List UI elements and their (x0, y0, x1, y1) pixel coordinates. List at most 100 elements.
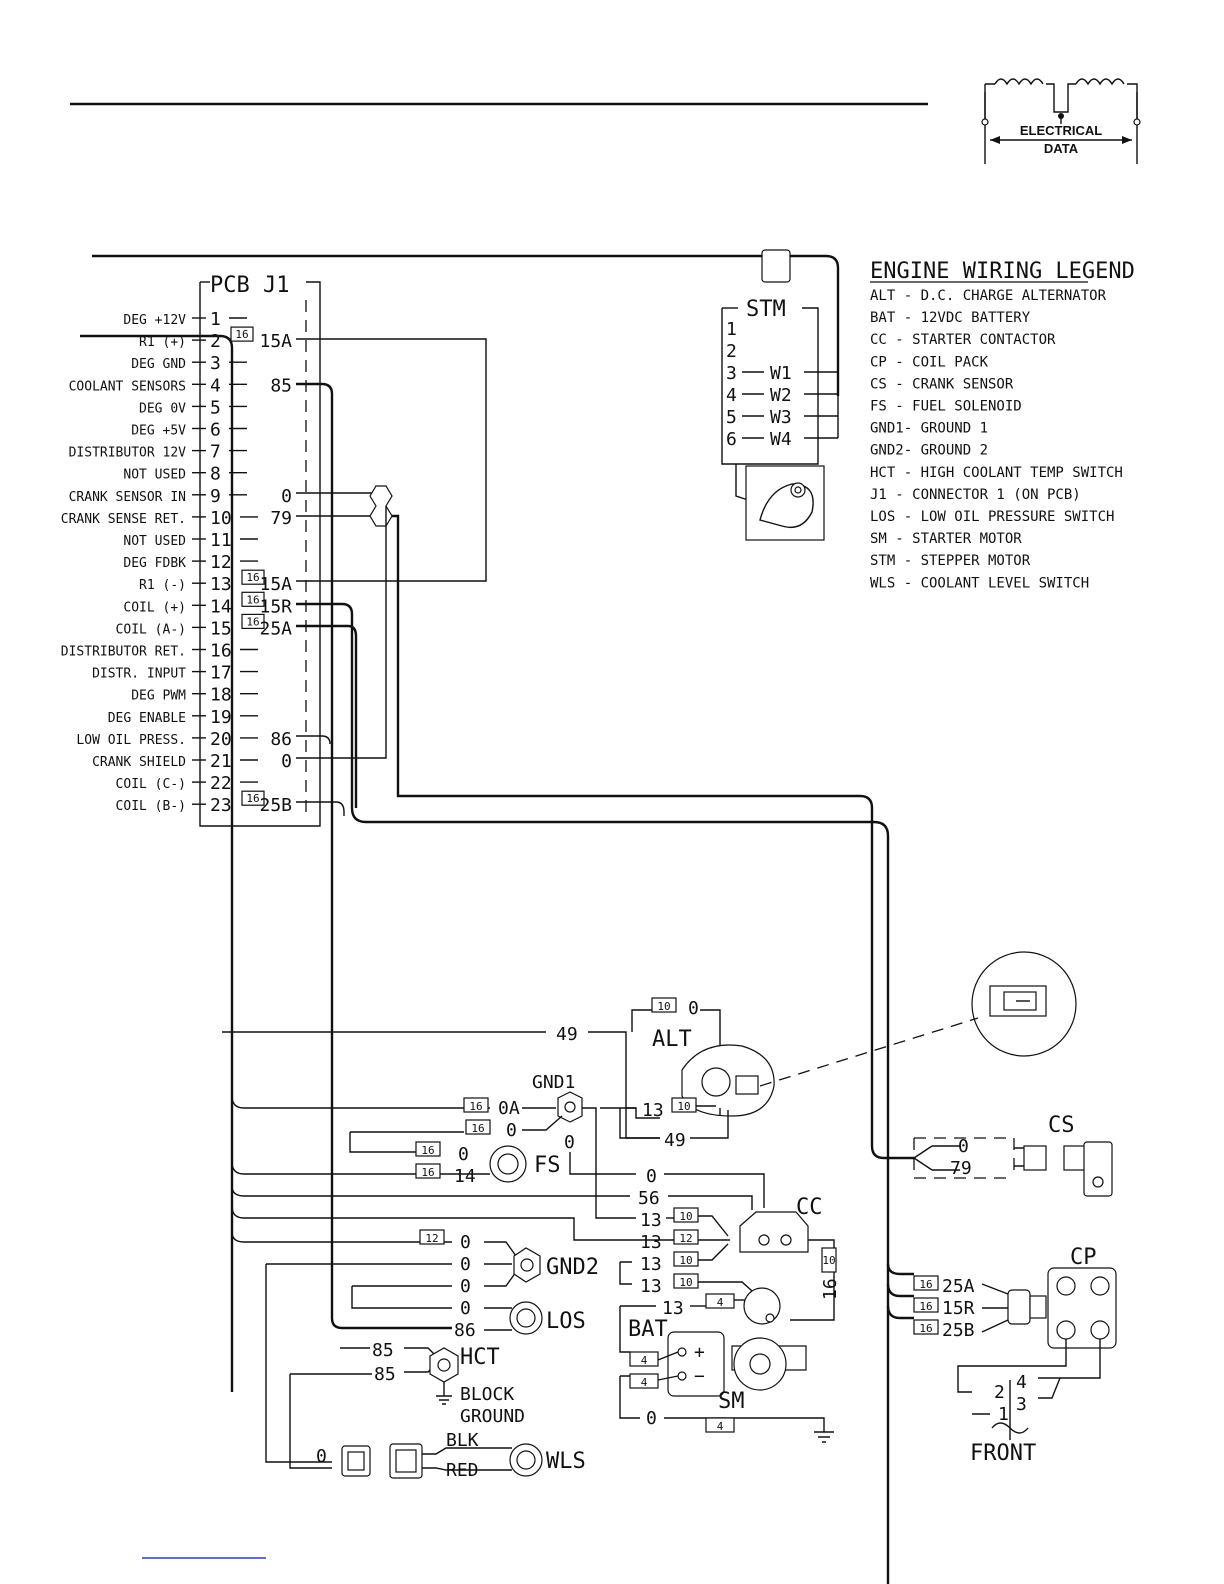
wire-13b-label: 13 (640, 1232, 662, 1253)
pcb-pin-name: DEG GND (131, 357, 186, 372)
gauge-10-cc2: 10 (679, 1254, 692, 1267)
legend-item: J1 - CONNECTOR 1 (ON PCB) (870, 487, 1081, 503)
pcb-pin-name: COIL (B-) (116, 799, 186, 814)
stm-pin-wire: W2 (770, 385, 792, 406)
wls-label: WLS (546, 1449, 586, 1474)
wire-0-los-label: 0 (460, 1298, 471, 1319)
wire-crank-out (296, 492, 376, 517)
battery: 13 4 BAT + − 4 4 0 4 (619, 1293, 834, 1443)
pcb-pin-number: 3 (210, 353, 221, 374)
legend-item: GND2- GROUND 2 (870, 443, 988, 459)
pcb-pin-name: DEG 0V (139, 401, 186, 416)
wire-0-sm-label: 0 (646, 1408, 657, 1429)
harness-lower (80, 334, 234, 1392)
pcb-pin-name: DEG FDBK (123, 556, 186, 571)
legend-item: CP - COIL PACK (870, 354, 989, 370)
wire-13-bat-label: 13 (662, 1298, 684, 1319)
crank-splice (369, 485, 393, 527)
legend-item: ALT - D.C. CHARGE ALTERNATOR (870, 288, 1107, 304)
gauge-10-cc: 10 (679, 1210, 692, 1223)
gauge-4-bat3: 4 (641, 1376, 648, 1389)
pcb-pin-gauge: 16 (246, 593, 259, 606)
cp-pin-4: 4 (1016, 1372, 1027, 1393)
harness-top (92, 254, 840, 396)
wire-49b-label: 49 (664, 1130, 686, 1151)
pcb-pin-wire: 85 (270, 375, 292, 396)
block-ground-2: GROUND (460, 1406, 525, 1427)
wire-13c-label: 13 (640, 1254, 662, 1275)
pcb-pin-name: DISTR. INPUT (92, 667, 186, 682)
pcb-pin-gauge: 16 (246, 571, 259, 584)
wire-56-label: 56 (638, 1188, 660, 1209)
pcb-pin-number: 13 (210, 574, 232, 595)
gauge-4-sm: 4 (717, 1420, 724, 1433)
cs-wire-79: 79 (950, 1158, 972, 1179)
gauge-12-gnd2: 12 (425, 1232, 438, 1245)
pcb-pin-wire: 0 (281, 486, 292, 507)
pcb-pin-name: DEG PWM (131, 689, 186, 704)
wire-13d-label: 13 (640, 1276, 662, 1297)
gauge-16-fs: 16 (421, 1144, 434, 1157)
stm-pin-number: 6 (726, 429, 737, 450)
pcb-pin-wire: 86 (270, 729, 292, 750)
pcb-pin-gauge-box (241, 790, 265, 806)
engine-wiring-legend: ENGINE WIRING LEGEND ALT - D.C. CHARGE A… (870, 259, 1135, 591)
wire-14 (231, 1161, 490, 1175)
alt-label: ALT (652, 1027, 692, 1052)
stm-pin-wire: W1 (770, 363, 792, 384)
coolant-level-switch: 0 BLK RED WLS (316, 1430, 586, 1481)
pcb-pin-number: 14 (210, 596, 232, 617)
ground-1: 16 0A GND1 16 0 0 (349, 1072, 636, 1219)
wire-85a-label: 85 (372, 1340, 394, 1361)
pcb-pin-wire: 79 (270, 508, 292, 529)
pcb-pin-number: 10 (210, 508, 232, 529)
los-label: LOS (546, 1309, 586, 1334)
pcb-pin-number: 15 (210, 618, 232, 639)
cp-pin-1: 1 (998, 1404, 1009, 1425)
stm-pin-wire: W3 (770, 407, 792, 428)
bat-plus: + (694, 1342, 705, 1363)
block-ground-1: BLOCK (460, 1384, 514, 1405)
pcb-pin-number: 23 (210, 795, 232, 816)
legend-item: STM - STEPPER MOTOR (870, 553, 1031, 569)
pcb-pin-name: DEG +5V (131, 424, 186, 439)
wire-0-g2a-label: 0 (460, 1232, 471, 1253)
wire-0-fs-label: 0 (458, 1144, 469, 1165)
low-oil-pressure-switch: 0 86 LOS (454, 1298, 586, 1341)
pcb-pin-wire: 25A (259, 618, 292, 639)
pcb-pin-gauge-box (241, 591, 265, 607)
wire-0-g2c-label: 0 (460, 1276, 471, 1297)
cc-label: CC (796, 1195, 823, 1220)
pcb-pin-wire: 0 (281, 751, 292, 772)
pcb-pin-name: NOT USED (123, 534, 186, 549)
gauge-12-cc: 12 (679, 1232, 692, 1245)
legend-item: LOS - LOW OIL PRESSURE SWITCH (870, 509, 1114, 525)
wire-0-wls-label: 0 (316, 1446, 327, 1467)
wire-red-label: RED (446, 1460, 479, 1481)
pcb-pin-number: 5 (210, 397, 221, 418)
gauge-16-fs2: 16 (421, 1166, 434, 1179)
pcb-pin-gauge: 16 (235, 328, 248, 341)
pcb-title: PCB J1 (210, 273, 289, 298)
pcb-pin-number: 19 (210, 707, 232, 728)
pcb-pin-number: 4 (210, 375, 221, 396)
pcb-pin-name: DISTRIBUTOR RET. (61, 645, 186, 660)
pcb-pin-name: COIL (C-) (116, 777, 186, 792)
pcb-pin-gauge-box (241, 613, 265, 630)
ground-2: 12 0 0 0 GND2 (265, 1229, 599, 1463)
pcb-pin-number: 7 (210, 442, 221, 463)
cp-pin-3: 3 (1016, 1394, 1027, 1415)
wire-0-cc-label: 0 (646, 1166, 657, 1187)
hct-label: HCT (460, 1345, 500, 1370)
coil-pack: 16 25A 16 15R 16 25B CP 2 1 4 3 FRONT (886, 1245, 1117, 1466)
cs-wire-0: 0 (958, 1136, 969, 1157)
gauge-10-cc4: 10 (679, 1276, 692, 1289)
wire-0-g2b-label: 0 (460, 1254, 471, 1275)
pcb-pin-wire: 15A (259, 574, 292, 595)
wire-25b (296, 801, 345, 816)
wire-blk-label: BLK (446, 1430, 479, 1451)
wire-85-coolant (296, 382, 452, 1330)
wire-25a-cp: 25A (942, 1276, 975, 1297)
pcb-pin-gauge-box (241, 569, 265, 585)
